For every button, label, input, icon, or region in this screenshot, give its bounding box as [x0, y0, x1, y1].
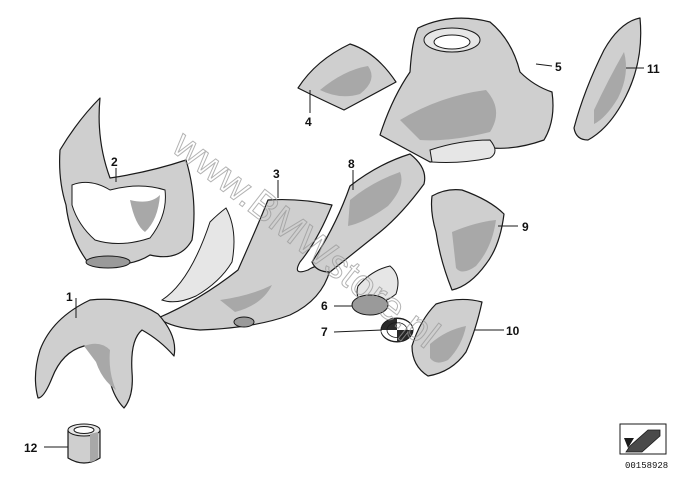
callout-4: 4 — [305, 115, 312, 129]
part-7-bmw-emblem — [380, 317, 414, 343]
view-direction-arrow-icon — [619, 423, 667, 455]
callout-labels: 1 2 3 4 5 6 7 8 9 10 11 12 — [24, 60, 660, 455]
callout-8: 8 — [348, 157, 355, 171]
callout-3: 3 — [273, 167, 280, 181]
callout-6: 6 — [321, 299, 328, 313]
callout-2: 2 — [111, 155, 118, 169]
document-number: 00158928 — [625, 461, 668, 471]
part-1-front-mudguard — [34, 298, 176, 409]
part-12-tape-roll — [67, 423, 101, 464]
part-8-inner-panel — [311, 153, 426, 273]
part-2-front-fairing — [59, 97, 195, 269]
callout-12: 12 — [24, 441, 38, 455]
part-4-side-cover — [297, 43, 397, 111]
part-9-right-side-panel — [430, 189, 505, 291]
callout-7: 7 — [321, 325, 328, 339]
part-6-bracket — [351, 265, 399, 316]
part-3-lower-fairing — [157, 198, 333, 331]
callout-5: 5 — [555, 60, 562, 74]
leader-lines — [44, 63, 644, 448]
callout-10: 10 — [506, 324, 520, 338]
part-5-tank-cover — [379, 17, 554, 163]
callout-9: 9 — [522, 220, 529, 234]
callout-1: 1 — [66, 290, 73, 304]
part-11-side-panel — [573, 17, 642, 141]
part-10-lower-side-panel — [411, 298, 483, 377]
callout-11: 11 — [647, 62, 660, 76]
